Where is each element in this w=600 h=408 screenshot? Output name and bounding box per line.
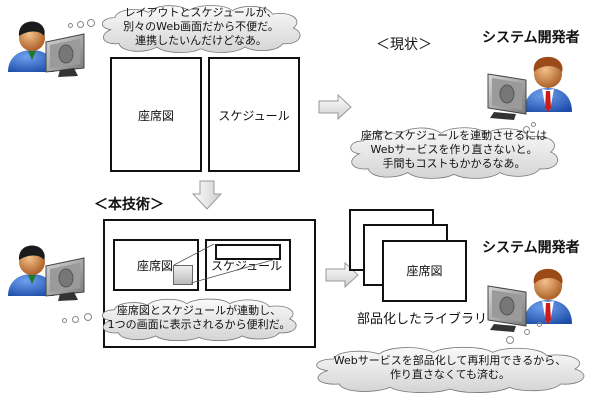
developer-title: システム開発者: [482, 240, 580, 256]
user-at-computer-icon: [6, 14, 86, 78]
thought-line: Webサービスを部品化して再利用できるから、: [333, 354, 567, 367]
user-at-computer-icon: [6, 238, 86, 302]
thought-line: 連携したいんだけどなあ。: [135, 34, 267, 47]
seat-selection-highlight: [173, 265, 193, 285]
thought-line: 座席とスケジュールを連動させるには: [360, 129, 548, 142]
seat-map-label: 座席図: [137, 259, 174, 273]
thought-dot: [84, 313, 92, 321]
seat-map-label: 座席図: [137, 109, 174, 123]
thought-line: 作り直さなくても済む。: [389, 368, 511, 381]
seat-map-screen: 座席図: [110, 57, 202, 172]
thought-line: 1つの画面に表示されるから便利だ。: [107, 318, 291, 331]
library-card-label: 座席図: [406, 264, 443, 278]
thought-line: 手間もコストもかかるなあ。: [382, 157, 526, 170]
arrow-right-icon: [318, 93, 352, 124]
thought-dot: [524, 329, 530, 335]
schedule-label: スケジュール: [218, 109, 290, 123]
thought-line: 座席図とスケジュールが連動し、: [116, 304, 282, 317]
thought-dot: [506, 336, 514, 344]
developer-thought-cloud-current: 座席とスケジュールを連動させるには Webサービスを作り直さないと。 手間もコス…: [344, 124, 564, 180]
thought-dot: [531, 122, 536, 127]
developer-title: システム開発者: [482, 30, 580, 46]
user-thought-cloud-current: レイアウトとスケジュールが、 別々のWeb画面だから不便だ。 連携したいんだけど…: [96, 2, 306, 54]
thought-dot: [523, 126, 530, 133]
thought-line: Webサービスを作り直さないと。: [370, 143, 538, 156]
thought-line: レイアウトとスケジュールが、: [124, 6, 278, 19]
developer-at-computer-icon: [486, 262, 576, 332]
thought-dot: [87, 19, 95, 27]
library-card-front: 座席図: [382, 240, 467, 302]
current-heading: ＜現状＞: [376, 37, 432, 53]
thought-dot: [77, 21, 84, 28]
arrow-down-icon: [191, 180, 223, 214]
thought-line: 別々のWeb画面だから不便だ。: [123, 20, 279, 33]
thought-dot: [62, 318, 67, 323]
schedule-entry-box: [215, 244, 281, 260]
proposed-heading: ＜本技術＞: [94, 197, 164, 213]
library-caption: 部品化したライブラリ: [357, 312, 488, 327]
schedule-screen: スケジュール: [208, 57, 300, 172]
thought-dot: [72, 316, 79, 323]
user-thought-cloud-proposed: 座席図とスケジュールが連動し、 1つの画面に表示されるから便利だ。: [96, 296, 302, 342]
developer-thought-cloud-proposed: Webサービスを部品化して再利用できるから、 作り直さなくても済む。: [308, 344, 592, 394]
thought-dot: [68, 23, 73, 28]
thought-dot: [537, 322, 542, 327]
developer-at-computer-icon: [486, 50, 576, 120]
